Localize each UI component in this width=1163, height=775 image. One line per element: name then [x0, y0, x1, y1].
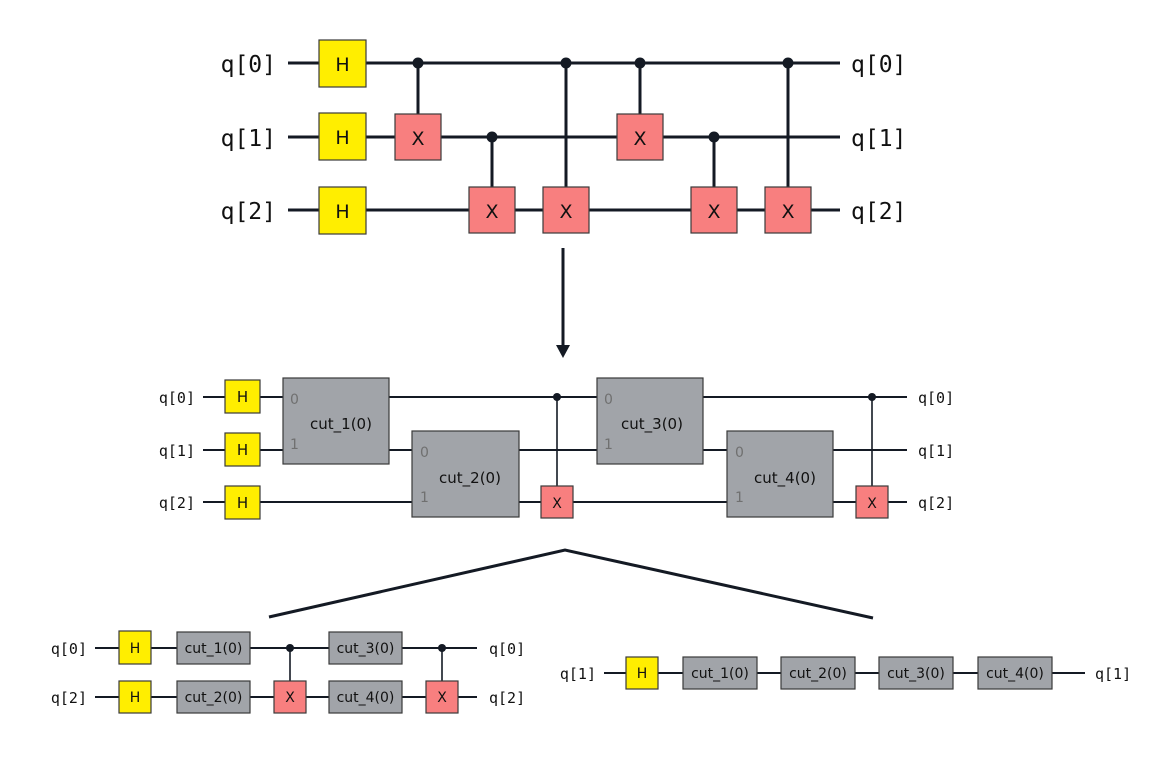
cnot-gate: X [468, 131, 516, 234]
cut-gate-label: cut_3(0) [621, 415, 683, 434]
svg-text:X: X [707, 201, 720, 223]
port-label-1: 1 [290, 437, 299, 453]
qubit-label-q1: q[1] [221, 126, 276, 152]
qubit-label-q1-out: q[1] [1095, 665, 1131, 683]
qubit-label-q1: q[1] [560, 665, 596, 683]
subcircuit-q1: q[1] q[1] H cut_1(0) cut_2(0) cut_3(0) c… [560, 656, 1131, 690]
cut-gate-4: 0 1 cut_4(0) [726, 430, 834, 518]
qubit-label-q2: q[2] [159, 494, 195, 512]
h-gate: H [318, 39, 367, 88]
svg-text:X: X [285, 690, 295, 706]
svg-text:X: X [633, 128, 646, 150]
cnot-gate: X [764, 57, 812, 234]
cnot-gate: X [690, 131, 738, 234]
cut-gate-3: 0 1 cut_3(0) [596, 377, 704, 465]
svg-text:H: H [237, 441, 248, 459]
qubit-label-q2-out: q[2] [851, 199, 906, 225]
cnot-gate: X [616, 57, 664, 161]
cnot-gate: X [394, 57, 442, 161]
svg-text:cut_4(0): cut_4(0) [986, 666, 1044, 682]
qubit-label-q0-out: q[0] [489, 640, 525, 658]
cut-gate-1: cut_1(0) [682, 656, 758, 690]
svg-text:H: H [637, 666, 648, 682]
qubit-label-q0: q[0] [221, 52, 276, 78]
svg-text:cut_2(0): cut_2(0) [185, 690, 243, 706]
cnot-gate: X [855, 393, 889, 519]
port-label-0: 0 [420, 445, 429, 461]
cut-gate-1: cut_1(0) [176, 631, 251, 665]
split-connector [268, 548, 874, 620]
port-label-1: 1 [604, 437, 613, 453]
cut-gate-3: cut_3(0) [878, 656, 954, 690]
svg-text:cut_1(0): cut_1(0) [691, 666, 749, 682]
svg-text:H: H [335, 127, 349, 149]
svg-text:X: X [552, 496, 562, 512]
cut-gate-1: 0 1 cut_1(0) [282, 377, 390, 465]
cut-gate-2: cut_2(0) [780, 656, 856, 690]
qubit-label-q2-out: q[2] [489, 689, 525, 707]
h-gate: H [318, 186, 367, 235]
svg-text:X: X [485, 201, 498, 223]
cut-gate-label: cut_4(0) [754, 469, 816, 488]
qubit-label-q2: q[2] [51, 689, 87, 707]
cnot-gate: X [425, 644, 459, 714]
svg-text:H: H [130, 690, 141, 706]
svg-text:X: X [559, 201, 572, 223]
h-gate: H [118, 680, 152, 714]
port-label-1: 1 [735, 490, 744, 506]
svg-text:H: H [237, 494, 248, 512]
svg-text:cut_3(0): cut_3(0) [337, 641, 395, 657]
port-label-0: 0 [604, 392, 613, 408]
qubit-label-q2: q[2] [221, 199, 276, 225]
subcircuit-q0-q2: q[0] q[2] q[0] q[2] H H cut_1(0) cut_2(0… [51, 630, 525, 714]
cut-circuit: q[0] q[1] q[2] q[0] q[1] q[2] H H H 0 1 … [159, 377, 954, 520]
svg-text:cut_4(0): cut_4(0) [337, 690, 395, 706]
cut-gate-4: cut_4(0) [977, 656, 1053, 690]
cut-gate-2: 0 1 cut_2(0) [411, 430, 520, 518]
cut-gate-2: cut_2(0) [176, 680, 251, 714]
original-circuit: q[0] q[1] q[2] q[0] q[1] q[2] H H H X [221, 39, 906, 235]
h-gate: H [224, 379, 261, 414]
cnot-gate: X [273, 644, 307, 714]
cnot-gate: X [540, 393, 574, 519]
h-gate: H [224, 432, 261, 467]
svg-text:X: X [411, 128, 424, 150]
qubit-label-q2-out: q[2] [918, 494, 954, 512]
qubit-label-q0: q[0] [51, 640, 87, 658]
h-gate: H [625, 656, 659, 690]
cut-gate-3: cut_3(0) [328, 631, 403, 665]
qubit-label-q0-out: q[0] [918, 389, 954, 407]
cut-gate-label: cut_1(0) [310, 415, 372, 434]
svg-text:cut_3(0): cut_3(0) [887, 666, 945, 682]
qubit-label-q1: q[1] [159, 442, 195, 460]
svg-text:H: H [335, 54, 349, 76]
svg-text:X: X [867, 496, 877, 512]
port-label-0: 0 [290, 392, 299, 408]
qubit-label-q0: q[0] [159, 389, 195, 407]
cnot-gate: X [542, 57, 590, 234]
cut-gate-label: cut_2(0) [439, 469, 501, 488]
cut-gate-4: cut_4(0) [328, 680, 403, 714]
svg-text:X: X [781, 201, 794, 223]
svg-text:H: H [130, 641, 141, 657]
h-gate: H [224, 485, 261, 520]
svg-text:cut_2(0): cut_2(0) [789, 666, 847, 682]
qubit-label-q0-out: q[0] [851, 52, 906, 78]
svg-text:H: H [237, 388, 248, 406]
qubit-label-q1-out: q[1] [918, 442, 954, 460]
h-gate: H [318, 112, 367, 161]
svg-text:H: H [335, 201, 349, 223]
port-label-1: 1 [420, 490, 429, 506]
h-gate: H [118, 630, 152, 665]
svg-text:X: X [437, 690, 447, 706]
down-arrow-icon [556, 248, 570, 358]
port-label-0: 0 [735, 445, 744, 461]
svg-text:cut_1(0): cut_1(0) [185, 641, 243, 657]
qubit-label-q1-out: q[1] [851, 126, 906, 152]
